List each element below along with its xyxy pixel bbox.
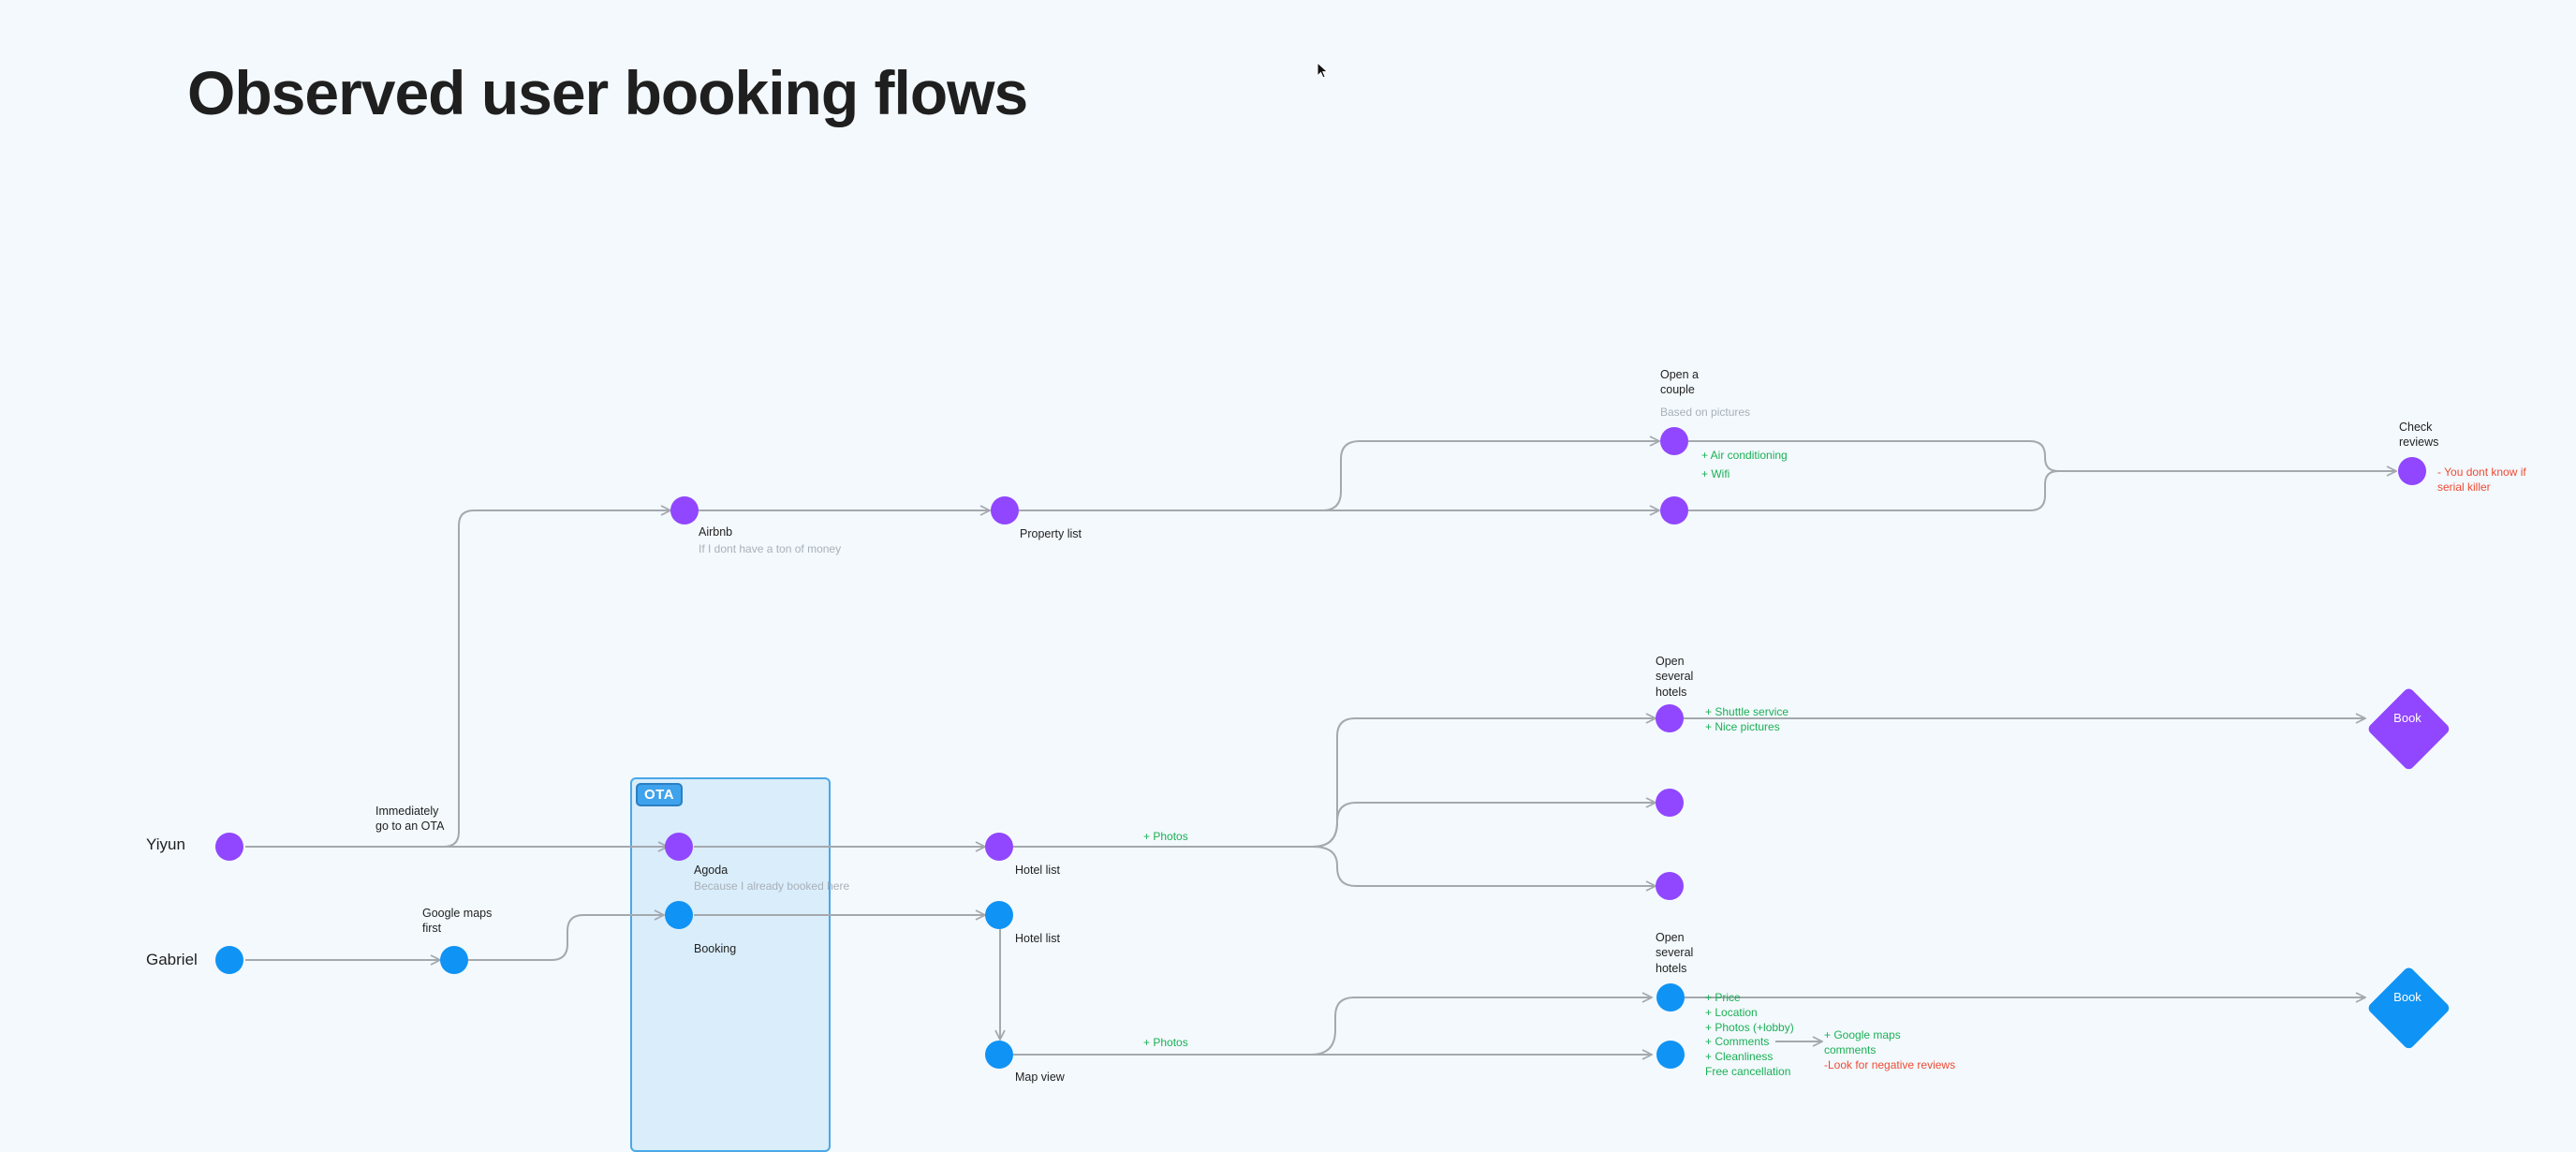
connector bbox=[1312, 846, 1656, 886]
gabriel-start-node[interactable] bbox=[215, 946, 243, 974]
airbnb-label: Airbnb bbox=[699, 525, 733, 539]
open-several-gabriel-label: Open several hotels bbox=[1656, 931, 1694, 975]
mouse-cursor-icon bbox=[1317, 62, 1329, 79]
page-title: Observed user booking flows bbox=[187, 58, 1028, 127]
book-yiyun-diamond[interactable] bbox=[2366, 687, 2451, 772]
hotel-option-node[interactable] bbox=[1656, 872, 1684, 900]
check-reviews-label: Check reviews bbox=[2399, 421, 2439, 450]
map-view-label: Map view bbox=[1015, 1071, 1065, 1084]
book-gabriel-label[interactable]: Book bbox=[2393, 990, 2421, 1004]
property-second-node[interactable] bbox=[1660, 496, 1688, 524]
hotel-list-gabriel-label: Hotel list bbox=[1015, 932, 1060, 945]
connector bbox=[1321, 441, 1659, 511]
criteria-node[interactable] bbox=[1656, 1041, 1685, 1069]
google-maps-node[interactable] bbox=[440, 946, 468, 974]
connector bbox=[468, 915, 664, 961]
open-couple-label: Open a couple bbox=[1660, 368, 1700, 397]
property-list-label: Property list bbox=[1020, 527, 1082, 540]
negative-reviews-note: -Look for negative reviews bbox=[1824, 1058, 1956, 1071]
booking-label: Booking bbox=[694, 942, 737, 955]
user-label-gabriel: Gabriel bbox=[146, 951, 198, 968]
hotel-option-node[interactable] bbox=[1656, 789, 1684, 817]
open-couple-node[interactable] bbox=[1660, 427, 1688, 455]
agoda-note: Because I already booked here bbox=[694, 879, 850, 893]
property-list-node[interactable] bbox=[991, 496, 1019, 524]
ota-group-tag: OTA bbox=[636, 783, 684, 806]
photos-yiyun-note: + Photos bbox=[1143, 830, 1188, 843]
map-view-node[interactable] bbox=[985, 1041, 1013, 1069]
check-reviews-node[interactable] bbox=[2398, 457, 2426, 485]
google-maps-first-label: Google maps first bbox=[422, 907, 493, 936]
shuttle-pictures-notes: + Shuttle service + Nice pictures bbox=[1705, 705, 1789, 733]
connector bbox=[1310, 997, 1652, 1056]
open-several-yiyun-node[interactable] bbox=[1656, 704, 1684, 732]
book-gabriel-diamond[interactable] bbox=[2366, 966, 2451, 1051]
criteria-notes: + Price + Location + Photos (+lobby) + C… bbox=[1705, 991, 1794, 1078]
hotel-list-gabriel-node[interactable] bbox=[985, 901, 1013, 929]
book-yiyun-label[interactable]: Book bbox=[2393, 711, 2421, 725]
connector bbox=[1688, 440, 2396, 471]
photos-gabriel-note: + Photos bbox=[1143, 1036, 1188, 1049]
ota-group-frame[interactable] bbox=[630, 777, 831, 1152]
open-several-gabriel-node[interactable] bbox=[1656, 983, 1685, 1012]
booking-node[interactable] bbox=[665, 901, 693, 929]
yiyun-start-node[interactable] bbox=[215, 833, 243, 861]
connector bbox=[443, 510, 670, 848]
serial-killer-note: - You dont know if serial killer bbox=[2437, 465, 2526, 494]
open-several-yiyun-label: Open several hotels bbox=[1656, 655, 1694, 699]
connector bbox=[1013, 718, 1656, 848]
airbnb-node[interactable] bbox=[670, 496, 699, 524]
airbnb-note: If I dont have a ton of money bbox=[699, 542, 842, 555]
connector bbox=[1688, 470, 2059, 511]
agoda-label: Agoda bbox=[694, 864, 729, 877]
immediately-label: Immediately go to an OTA bbox=[375, 805, 445, 834]
agoda-node[interactable] bbox=[665, 833, 693, 861]
open-couple-note: Based on pictures bbox=[1660, 406, 1751, 419]
user-label-yiyun: Yiyun bbox=[146, 835, 185, 853]
hotel-list-yiyun-node[interactable] bbox=[985, 833, 1013, 861]
google-maps-comments-note: + Google maps comments bbox=[1824, 1028, 1901, 1056]
aircon-wifi-notes: + Air conditioning + Wifi bbox=[1701, 449, 1788, 480]
connector bbox=[1312, 803, 1656, 848]
hotel-list-yiyun-label: Hotel list bbox=[1015, 864, 1060, 877]
